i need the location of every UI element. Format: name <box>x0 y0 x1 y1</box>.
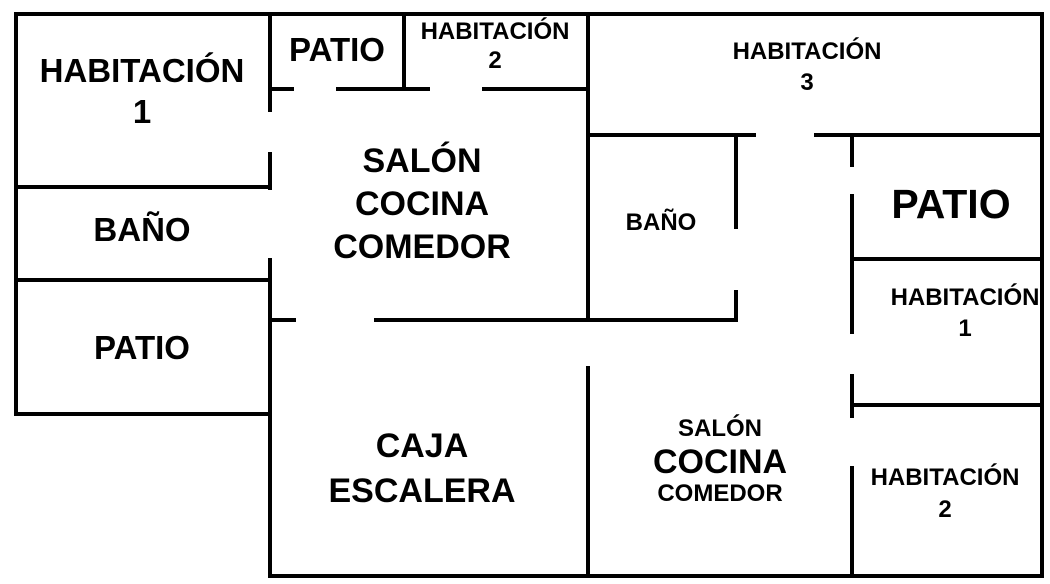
wall-outer-top <box>14 12 1044 16</box>
wall-bano-mid-right-b <box>734 290 738 322</box>
room-label: COCINA <box>354 185 490 224</box>
room-habitacion-1-right: HABITACIÓN 1 <box>852 282 1050 344</box>
room-number: 2 <box>488 46 502 74</box>
wall-top-h-a <box>268 87 294 91</box>
room-number: 2 <box>938 496 952 524</box>
room-label: SALÓN <box>362 142 482 180</box>
room-label: BAÑO <box>625 209 697 236</box>
wall-v850-a <box>850 137 854 167</box>
room-habitacion-1-left: HABITACIÓN 1 <box>18 50 266 133</box>
room-number: 3 <box>800 69 814 97</box>
wall-patio-hab2-divider <box>402 12 406 90</box>
wall-bano-patio <box>14 278 272 282</box>
wall-v268-c <box>268 258 272 578</box>
room-label: BAÑO <box>93 211 191 248</box>
wall-h320-a <box>268 318 296 322</box>
room-salon-cocina-comedor-bottom: SALÓN COCINA COMEDOR <box>590 415 850 508</box>
wall-v850-c <box>850 374 854 418</box>
room-label: HABITACIÓN <box>732 38 882 65</box>
wall-v586-a <box>586 12 590 322</box>
room-patio-right: PATIO <box>852 181 1050 228</box>
wall-top-h-c <box>482 87 590 91</box>
room-salon-cocina-comedor-top: SALÓN COCINA COMEDOR <box>272 140 572 270</box>
wall-outer-right <box>1040 12 1044 578</box>
wall-v850-b <box>850 194 854 334</box>
room-label: HABITACIÓN <box>890 284 1040 311</box>
room-label: COCINA <box>652 442 788 481</box>
room-label: SALÓN <box>678 415 762 442</box>
room-label: COMEDOR <box>657 479 783 507</box>
room-label: HABITACIÓN <box>420 18 570 45</box>
wall-v850-d <box>850 466 854 578</box>
wall-outer-left <box>14 12 18 416</box>
room-habitacion-2-top: HABITACIÓN 2 <box>404 18 586 76</box>
room-label: PATIO <box>289 31 385 68</box>
wall-v268-a <box>268 12 272 112</box>
wall-bano-mid-right-a <box>734 133 738 229</box>
room-label: HABITACIÓN <box>39 52 245 89</box>
wall-h320-b <box>374 318 738 322</box>
wall-hab1-bano <box>14 185 272 189</box>
wall-hab1-hab2-right <box>850 403 1044 407</box>
room-number: 1 <box>958 315 972 343</box>
wall-patio-hab1-right <box>850 257 1044 261</box>
wall-hab3-bottom-a <box>586 133 756 137</box>
room-label: HABITACIÓN <box>870 464 1020 491</box>
wall-outer-bottom <box>268 574 1044 578</box>
room-label: PATIO <box>891 181 1011 227</box>
room-label: PATIO <box>94 329 190 366</box>
room-label: ESCALERA <box>328 472 516 511</box>
room-number: 1 <box>132 93 152 131</box>
wall-hab3-bottom-b <box>814 133 1044 137</box>
room-habitacion-2-right: HABITACIÓN 2 <box>852 462 1038 527</box>
room-bano-left: BAÑO <box>18 211 266 249</box>
room-patio-top-left: PATIO <box>272 31 402 69</box>
wall-v268-b <box>268 152 272 190</box>
wall-left-bottom <box>14 412 272 416</box>
room-label: COMEDOR <box>333 228 511 267</box>
room-caja-escalera: CAJA ESCALERA <box>272 424 572 514</box>
room-habitacion-3: HABITACIÓN 3 <box>588 36 1026 98</box>
wall-top-h-b <box>336 87 430 91</box>
wall-v586-b <box>586 366 590 578</box>
room-label: CAJA <box>375 427 469 465</box>
room-patio-bottom-left: PATIO <box>18 329 266 367</box>
room-bano-middle: BAÑO <box>590 209 732 237</box>
